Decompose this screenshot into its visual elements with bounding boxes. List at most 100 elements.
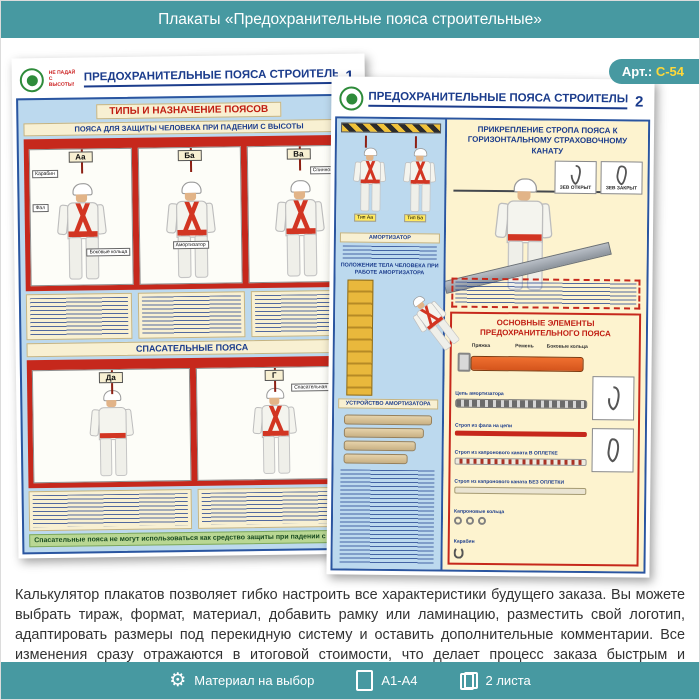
plain-rope-icon: [454, 486, 587, 496]
buckle-icon: [457, 352, 471, 372]
belt-types-panel: Аа Карабин Фал Боковые кольца Ба: [23, 134, 357, 292]
hanging-figure: Тип Аа: [347, 135, 387, 222]
hanging-figures: Тип Аа Тип Ба: [340, 135, 441, 230]
safety-logo-icon: [339, 86, 364, 111]
types-section-title: ТИПЫ И НАЗНАЧЕНИЕ ПОЯСОВ: [96, 101, 282, 120]
zev-open-label: ЗЕВ ОТКРЫТ: [559, 185, 592, 192]
label-pryazhka: Пряжка: [471, 342, 491, 350]
belt-elements-title: ОСНОВНЫЕ ЭЛЕМЕНТЫ ПРЕДОХРАНИТЕЛЬНОГО ПОЯ…: [480, 318, 611, 339]
hook-diagram: [591, 428, 634, 473]
element-row: Цепь амортизатора: [455, 391, 588, 410]
carabiner-closed: ЗЕВ ЗАКРЫТ: [600, 161, 643, 195]
element-row: Карабин: [453, 539, 586, 560]
carabiner-icon: [453, 546, 464, 559]
small-text-block: [339, 469, 435, 566]
page-format-icon: [356, 670, 374, 691]
carabiner-diagrams: ЗЕВ ОТКРЫТ ЗЕВ ЗАКРЫТ: [554, 160, 643, 195]
belt-type-tag: Г: [264, 369, 284, 381]
element-row: Строп из капронового каната В ОПЛЕТКЕ: [454, 450, 587, 467]
attachment-column: ПРИКРЕПЛЕНИЕ СТРОПА ПОЯСА К ГОРИЗОНТАЛЬН…: [442, 119, 649, 572]
poster2-body: Тип Аа Тип Ба АМОРТИЗАТОР: [330, 116, 651, 574]
poster2-title: ПРЕДОХРАНИТЕЛЬНЫЕ ПОЯСА СТРОИТЕЛЬНЫЕ: [368, 90, 628, 110]
element-row: Строп из капронового каната БЕЗ ОПЛЕТКИ: [454, 479, 587, 496]
carabiner-closed-icon: [616, 165, 627, 186]
poster-2-preview[interactable]: ПРЕДОХРАНИТЕЛЬНЫЕ ПОЯСА СТРОИТЕЛЬНЫЕ 2: [326, 76, 655, 578]
poster1-footnote: [51, 545, 339, 550]
rope-scene: ЗЕВ ОТКРЫТ ЗЕВ ЗАКРЫТ: [443, 160, 643, 310]
feature-sheets-label: 2 листа: [485, 673, 531, 688]
gear-icon: [169, 671, 186, 690]
hook-icon: [607, 438, 620, 463]
chain-icon: [455, 399, 588, 410]
types-section-subtitle: ПОЯСА ДЛЯ ЗАЩИТЫ ЧЕЛОВЕКА ПРИ ПАДЕНИИ С …: [23, 118, 355, 137]
worker-figure: [165, 181, 216, 279]
braided-rope-icon: [454, 457, 587, 467]
type-tag: Тип Ба: [404, 214, 427, 223]
element-row: Капроновые кольца: [453, 508, 586, 525]
note-text-block: [28, 489, 192, 532]
article-label: Арт.:: [621, 64, 653, 79]
features-bar: Материал на выбор А1-А4 2 листа: [1, 662, 699, 699]
carabiner-open-icon: [570, 165, 581, 186]
belt-elements-body: Пряжка Ремень Боковые кольца Цепь аморти…: [453, 341, 635, 561]
product-description: Калькулятор плакатов позволяет гибко нас…: [15, 587, 685, 662]
tower-scene: [338, 279, 461, 396]
belt-notes-row: [25, 289, 358, 341]
belt-diagram: Пряжка Ремень Боковые кольца: [455, 341, 588, 378]
note-box: [451, 277, 641, 310]
label-amortizator: Амортизатор: [172, 240, 209, 250]
rings-icon: [453, 516, 586, 525]
type-tag: Тип Аа: [354, 213, 377, 222]
worker-figure: [56, 183, 107, 280]
worker-figure: [89, 389, 134, 477]
belt-type-tag: Ва: [286, 148, 311, 160]
feature-material: Материал на выбор: [169, 671, 314, 690]
note-text-block: [138, 291, 246, 339]
page-title: Плакаты «Предохранительные пояса строите…: [158, 10, 542, 28]
feature-format: А1-А4: [356, 670, 418, 691]
hatched-anchor-beam: [341, 122, 442, 134]
note-text-block: [25, 292, 133, 341]
belt-card-aa: Аа Карабин Фал Боковые кольца: [28, 147, 134, 287]
page-header: Плакаты «Предохранительные пояса строите…: [1, 1, 699, 38]
attachment-title: ПРИКРЕПЛЕНИЕ СТРОПА ПОЯСА К ГОРИЗОНТАЛЬН…: [467, 124, 628, 156]
hanging-figure: Тип Ба: [397, 136, 437, 223]
label-bokovye-koltsa: Боковые кольца: [546, 343, 588, 351]
poster1-title: ПРЕДОХРАНИТЕЛЬНЫЕ ПОЯСА СТРОИТЕЛЬНЫЕ: [83, 67, 338, 88]
label-fal: Фал: [32, 203, 49, 213]
rescue-section-title: СПАСАТЕЛЬНЫЕ ПОЯСА: [26, 338, 358, 358]
small-text-block: [342, 245, 437, 261]
feature-material-label: Материал на выбор: [194, 673, 315, 688]
rescue-notes-row: [28, 486, 361, 532]
carabiner-open: ЗЕВ ОТКРЫТ: [554, 160, 597, 195]
amortizator-stages: [338, 411, 439, 467]
zev-closed-label: ЗЕВ ЗАКРЫТ: [605, 186, 638, 192]
rescue-belts-panel: Да Г: [26, 355, 360, 489]
rescue-card-da: Да: [31, 368, 191, 484]
body-position-label: ПОЛОЖЕНИЕ ТЕЛА ЧЕЛОВЕКА ПРИ РАБОТЕ АМОРТ…: [340, 262, 439, 277]
belt-type-tag: Да: [98, 371, 123, 384]
rescue-warning-strip: Спасательные пояса не могут использовать…: [29, 529, 361, 548]
amortizator-column: Тип Аа Тип Ба АМОРТИЗАТОР: [332, 118, 461, 570]
sheets-icon: [459, 671, 478, 690]
red-rope-icon: [454, 430, 587, 437]
hook-icon: [608, 386, 620, 411]
poster2-number: 2: [634, 93, 644, 111]
feature-format-label: А1-А4: [381, 673, 418, 688]
poster2-header: ПРЕДОХРАНИТЕЛЬНЫЕ ПОЯСА СТРОИТЕЛЬНЫЕ 2: [335, 80, 651, 120]
label-karabin: Карабин: [32, 169, 58, 179]
label-remen: Ремень: [515, 343, 534, 350]
feature-sheets: 2 листа: [459, 671, 531, 690]
belt-strip: [470, 355, 584, 373]
belt-elements-rows: Пряжка Ремень Боковые кольца Цепь аморти…: [453, 341, 588, 560]
worker-figure: [352, 147, 387, 212]
steel-tower: [346, 279, 374, 396]
hook-diagrams: [591, 342, 635, 560]
label-bokovye-koltsa: Боковые кольца: [86, 247, 131, 257]
amortizator-label: АМОРТИЗАТОР: [339, 232, 440, 244]
